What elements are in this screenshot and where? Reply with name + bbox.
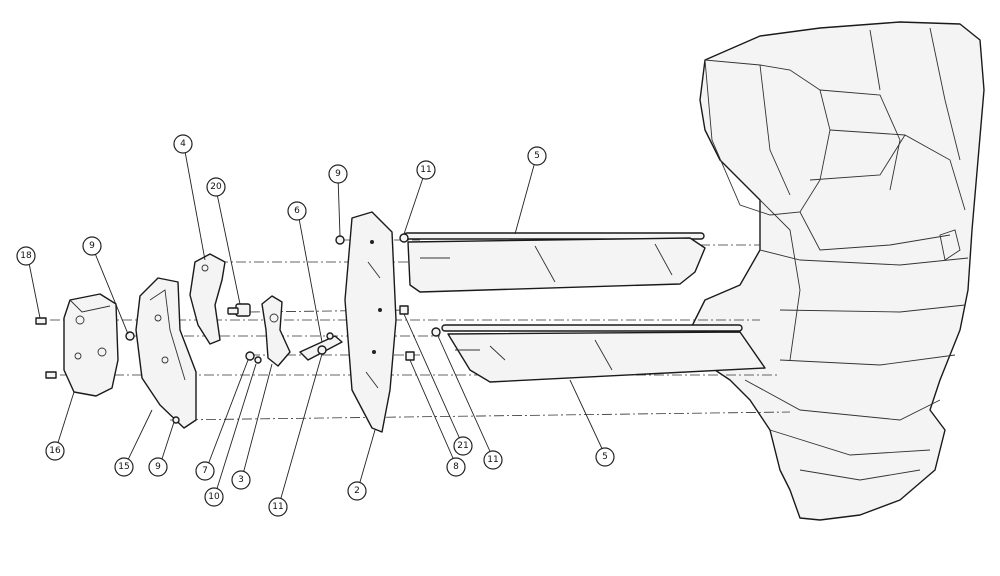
lower-deflector-blade: [441, 324, 766, 383]
callout-10: 10: [204, 487, 224, 507]
svg-text:2: 2: [354, 486, 360, 496]
callout-5-top: 5: [527, 146, 547, 166]
callout-4: 4: [173, 134, 193, 154]
callout-15: 15: [114, 457, 134, 477]
upper-deflector-blade: [403, 232, 706, 293]
callout-7: 7: [195, 461, 215, 481]
knob-bolt: [227, 303, 251, 317]
svg-text:20: 20: [210, 182, 222, 192]
callout-20: 20: [206, 177, 226, 197]
svg-text:5: 5: [602, 452, 608, 462]
svg-text:15: 15: [118, 462, 129, 472]
svg-text:5: 5: [534, 151, 540, 161]
svg-text:9: 9: [89, 241, 95, 251]
callout-9-left: 9: [82, 236, 102, 256]
housing-body: [689, 21, 985, 521]
callout-16: 16: [45, 441, 65, 461]
callout-11-top: 11: [416, 160, 436, 180]
svg-text:7: 7: [202, 466, 208, 476]
callout-3: 3: [231, 470, 251, 490]
svg-text:8: 8: [453, 462, 459, 472]
svg-text:21: 21: [457, 441, 468, 451]
leader-lines: [27, 145, 606, 506]
callout-8: 8: [446, 457, 466, 477]
callout-5-bottom: 5: [595, 447, 615, 467]
svg-text:11: 11: [272, 502, 283, 512]
svg-text:9: 9: [155, 462, 161, 472]
svg-text:4: 4: [180, 139, 186, 149]
gear-housing: [63, 293, 119, 397]
callout-9-bottom: 9: [148, 457, 168, 477]
callout-18: 18: [16, 246, 36, 266]
svg-text:11: 11: [487, 455, 498, 465]
frame-plate: [135, 277, 197, 429]
curved-strap: [189, 253, 226, 345]
svg-text:11: 11: [420, 165, 431, 175]
callout-11-bottom-left: 11: [268, 497, 288, 517]
callout-21: 21: [453, 436, 473, 456]
svg-text:18: 18: [20, 251, 32, 261]
callout-9-top: 9: [328, 164, 348, 184]
svg-text:9: 9: [335, 169, 341, 179]
svg-text:6: 6: [294, 206, 300, 216]
svg-text:16: 16: [49, 446, 61, 456]
pivot-bracket: [261, 295, 291, 367]
mounting-plate: [344, 211, 397, 433]
callout-2: 2: [347, 481, 367, 501]
svg-text:10: 10: [208, 492, 220, 502]
svg-text:3: 3: [238, 475, 244, 485]
callout-11-bottom-right: 11: [483, 450, 503, 470]
callout-6: 6: [287, 201, 307, 221]
